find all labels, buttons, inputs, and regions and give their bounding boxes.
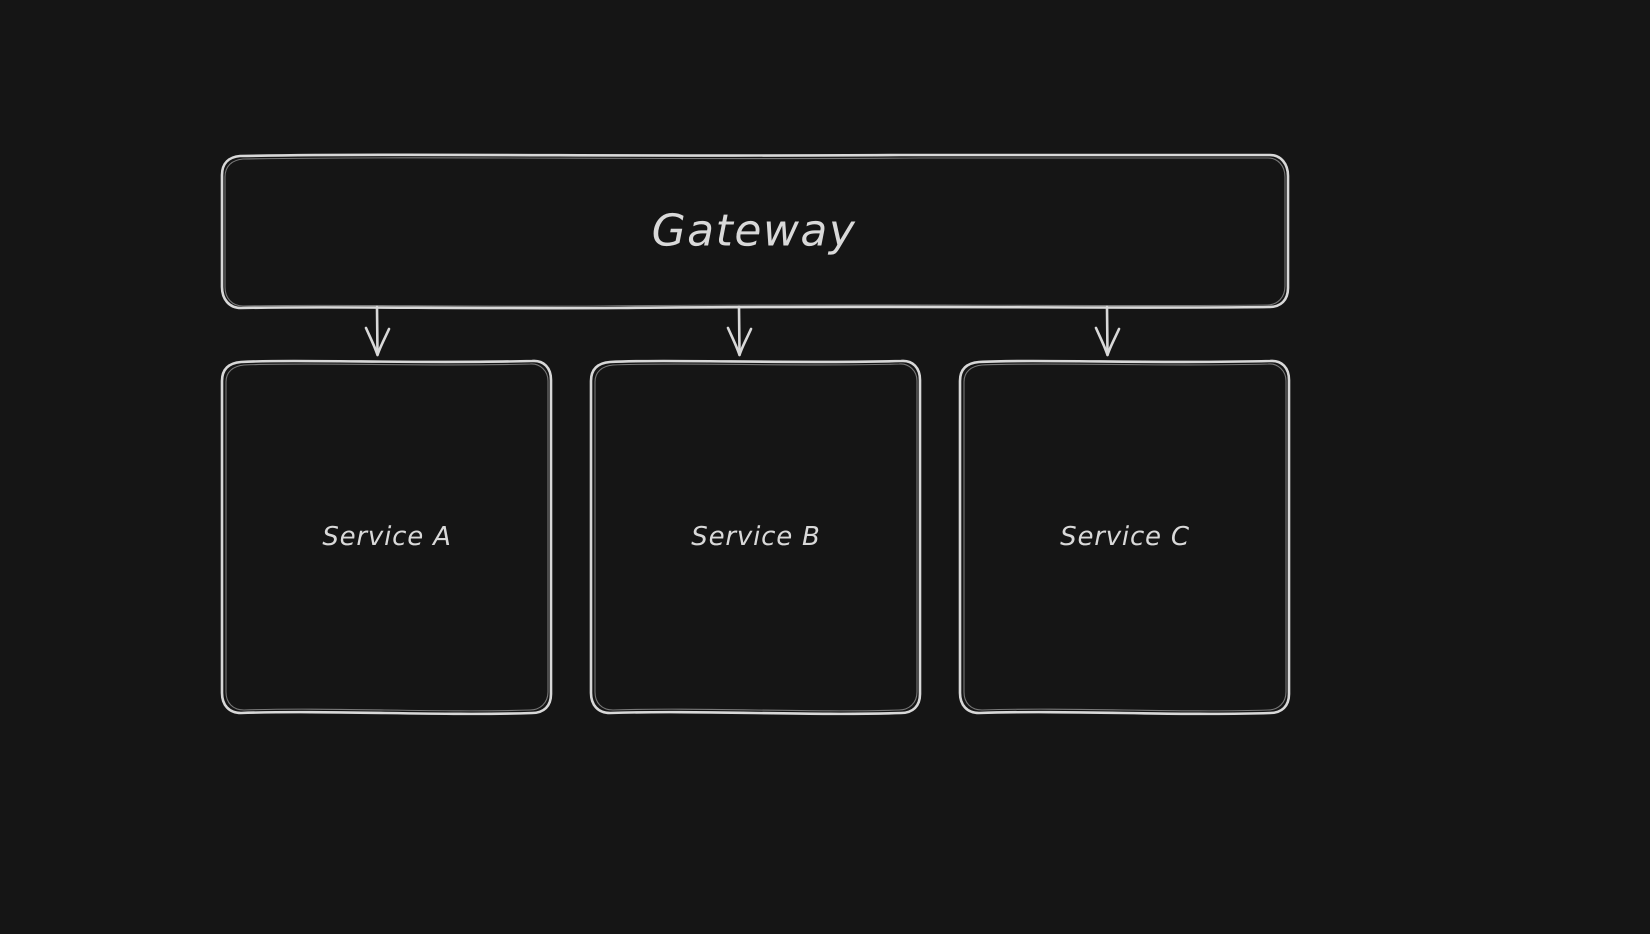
edge-gateway-to-service-a-arrowhead — [364, 326, 391, 357]
node-service-b-outline-sketch — [594, 363, 918, 712]
node-gateway-outline-sketch — [224, 157, 1286, 307]
edge-gateway-to-service-a[interactable] — [364, 305, 391, 357]
node-service-b[interactable] — [589, 359, 922, 716]
node-service-a-outline — [220, 359, 553, 716]
node-service-a[interactable] — [220, 359, 553, 716]
node-service-c[interactable] — [958, 359, 1291, 716]
node-service-b-outline — [589, 359, 922, 716]
node-service-c-outline — [958, 359, 1291, 716]
edge-gateway-to-service-c-arrowhead — [1094, 326, 1121, 357]
edge-gateway-to-service-c-line — [1105, 305, 1109, 356]
edge-gateway-to-service-b[interactable] — [726, 305, 753, 357]
edge-gateway-to-service-c[interactable] — [1094, 305, 1121, 357]
node-service-a-label: Service A — [322, 522, 452, 552]
node-service-c-outline-sketch — [963, 363, 1287, 712]
node-service-a-outline-sketch — [225, 363, 549, 712]
edge-gateway-to-service-b-arrowhead — [726, 326, 753, 357]
node-service-b-label: Service B — [691, 522, 821, 552]
edge-gateway-to-service-a-line — [375, 305, 379, 356]
node-gateway-label: Gateway — [651, 205, 857, 257]
edge-gateway-to-service-b-line — [737, 305, 741, 356]
node-gateway-outline — [220, 153, 1290, 310]
node-service-c-label: Service C — [1060, 522, 1190, 552]
node-gateway[interactable] — [220, 153, 1290, 310]
